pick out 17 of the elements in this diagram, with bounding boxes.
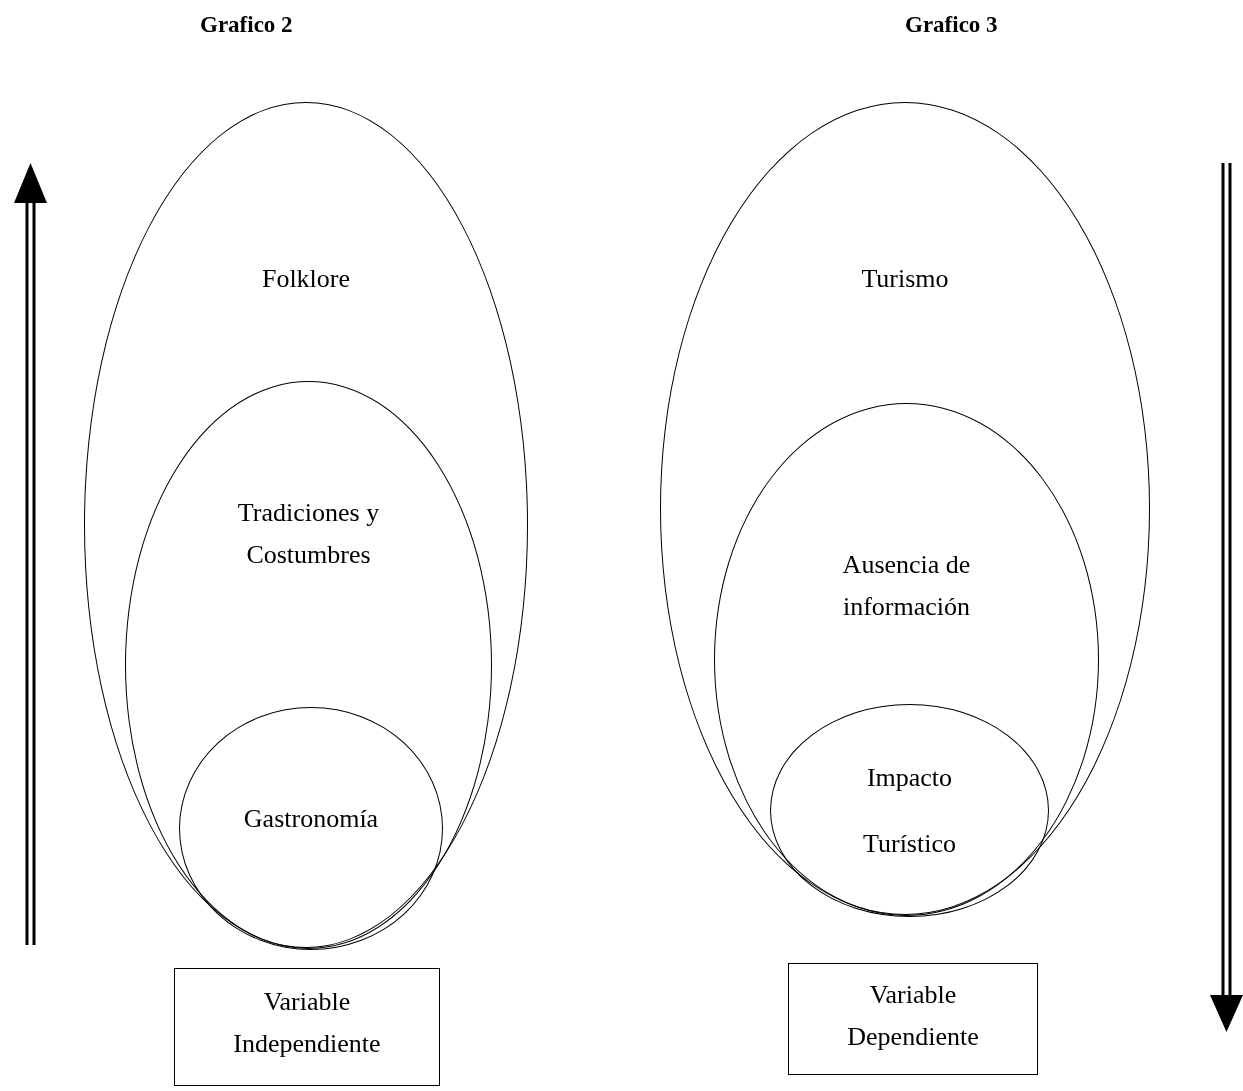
node-label: Variable Independiente	[232, 986, 382, 1060]
node-label: Variable Dependiente	[846, 979, 980, 1053]
node-label: Ausencia de información	[841, 549, 972, 623]
node-label: Folklore	[261, 263, 351, 295]
ellipse-shape	[714, 403, 1099, 916]
node-label: Turismo	[861, 263, 949, 295]
label-box	[788, 963, 1038, 1075]
chart-heading: Grafico 3	[905, 12, 998, 38]
node-label: Tradiciones y Costumbres	[236, 497, 381, 571]
label-box	[174, 968, 440, 1086]
node-label: Gastronomía	[243, 803, 379, 835]
ellipse-shape	[179, 707, 443, 950]
node-label: Impacto Turístico	[862, 762, 957, 860]
ellipse-shape	[660, 102, 1150, 915]
ellipse-shape	[84, 102, 528, 948]
chart-heading: Grafico 2	[200, 12, 293, 38]
ellipse-shape	[770, 704, 1049, 917]
